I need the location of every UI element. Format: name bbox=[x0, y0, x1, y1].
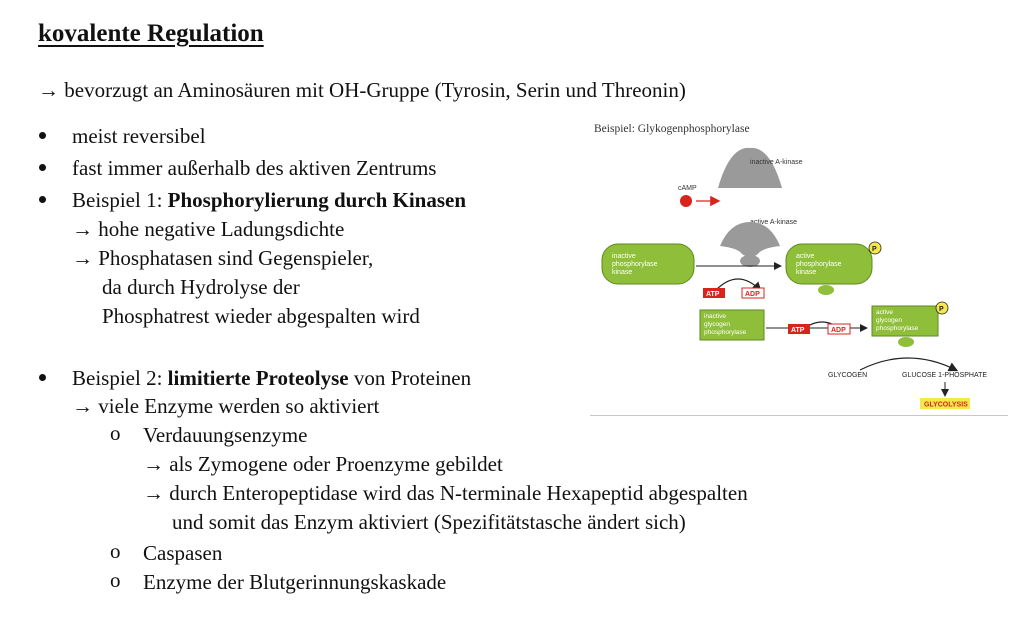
figure-caption: Beispiel: Glykogenphosphorylase bbox=[594, 123, 750, 135]
subitem-digestive-enzymes: Verdauungsenzyme bbox=[143, 423, 308, 447]
example-1-sub-4: Phosphatrest wieder abgespalten wird bbox=[102, 304, 420, 328]
example-2-sub-1: → viele Enzyme werden so aktiviert bbox=[72, 394, 380, 418]
inactive-gp-line-2: glycogen bbox=[704, 321, 730, 328]
subitem-coagulation-cascade: Enzyme der Blutgerinnungskaskade bbox=[143, 570, 447, 594]
example-2-suffix: von Proteinen bbox=[348, 366, 472, 390]
camp-label: cAMP bbox=[678, 185, 697, 192]
subitem-marker: o bbox=[110, 568, 121, 592]
atp-box-1 bbox=[703, 288, 725, 298]
example-2-prefix: Beispiel 2: bbox=[72, 366, 168, 390]
subitem-caspases: Caspasen bbox=[143, 541, 223, 565]
active-gp-line-1: active bbox=[876, 309, 893, 316]
bullet-marker bbox=[39, 164, 46, 171]
active-pk-line-1: active bbox=[796, 253, 814, 260]
glycogen-label: GLYCOGEN bbox=[828, 372, 867, 379]
inactive-pk-line-1: inactive bbox=[612, 253, 636, 260]
adp-label-2: ADP bbox=[831, 327, 846, 334]
bullet-marker bbox=[39, 132, 46, 139]
example-1-sub-3: da durch Hydrolyse der bbox=[102, 275, 300, 299]
bullet-marker bbox=[39, 196, 46, 203]
phosphate-label-1: P bbox=[872, 246, 877, 253]
inactive-glycogen-phosphorylase-shape bbox=[699, 309, 765, 341]
adp-box-1 bbox=[741, 287, 765, 299]
example-1-prefix: Beispiel 1: bbox=[72, 188, 168, 212]
inactive-gp-line-3: phosphorylase bbox=[704, 329, 747, 336]
inactive-pk-line-3: kinase bbox=[612, 269, 632, 276]
phosphate-badge-2 bbox=[935, 301, 949, 315]
digestive-sub-3: und somit das Enzym aktiviert (Spezifitä… bbox=[172, 510, 686, 534]
active-gp-line-3: phosphorylase bbox=[876, 325, 919, 332]
atp-label-2: ATP bbox=[791, 327, 805, 334]
active-a-kinase-shape bbox=[720, 222, 780, 257]
inactive-a-kinase-label: inactive A-kinase bbox=[750, 159, 803, 166]
inactive-gp-line-1: inactive bbox=[704, 313, 726, 320]
page-title: kovalente Regulation bbox=[38, 20, 264, 47]
subitem-marker: o bbox=[110, 421, 121, 445]
bullet-example-2: Beispiel 2: limitierte Proteolyse von Pr… bbox=[72, 364, 471, 392]
phosphate-label-2: P bbox=[939, 306, 944, 313]
camp-dot bbox=[680, 195, 692, 207]
glycolysis-box bbox=[920, 398, 970, 409]
inactive-a-kinase-shape bbox=[718, 147, 782, 188]
inactive-pk-line-2: phosphorylase bbox=[612, 261, 658, 268]
active-a-kinase-label: active A-kinase bbox=[750, 219, 797, 226]
glycogen-phosphorylase-figure: Beispiel: Glykogenphosphorylase inactive… bbox=[594, 123, 987, 409]
figure-bottom-rule bbox=[590, 415, 1008, 416]
bullet-example-1: Beispiel 1: Phosphorylierung durch Kinas… bbox=[72, 186, 466, 214]
digestive-sub-1: → als Zymogene oder Proenzyme gebildet bbox=[143, 452, 503, 476]
bullet-marker bbox=[39, 374, 46, 381]
bullet-reversible: meist reversibel bbox=[72, 124, 206, 148]
glucose-1-phosphate-label: GLUCOSE 1-PHOSPHATE bbox=[902, 372, 987, 379]
atp-box-2 bbox=[788, 324, 810, 334]
digestive-sub-2: → durch Enteropeptidase wird das N-termi… bbox=[143, 481, 748, 505]
example-1-sub-2: → Phosphatasen sind Gegenspieler, bbox=[72, 246, 374, 270]
phosphate-badge-1 bbox=[868, 241, 882, 255]
active-phosphorylase-kinase-shape bbox=[785, 243, 873, 285]
subitem-marker: o bbox=[110, 539, 121, 563]
atp-adp-arrow-1 bbox=[715, 278, 762, 292]
example-1-sub-1: → hohe negative Ladungsdichte bbox=[72, 217, 345, 241]
example-1-bold: Phosphorylierung durch Kinasen bbox=[167, 188, 467, 212]
active-a-kinase-head bbox=[740, 255, 760, 267]
inactive-phosphorylase-kinase-shape bbox=[601, 243, 695, 285]
intro-line: → bevorzugt an Aminosäuren mit OH-Gruppe… bbox=[38, 78, 686, 102]
active-gp-line-2: glycogen bbox=[876, 317, 902, 324]
active-pk-line-2: phosphorylase bbox=[796, 261, 842, 268]
glycolysis-label: GLYCOLYSIS bbox=[924, 402, 968, 409]
adp-box-2 bbox=[827, 323, 851, 335]
bullet-outside-active-site: fast immer außerhalb des aktiven Zentrum… bbox=[72, 156, 437, 180]
active-glycogen-phosphorylase-shape bbox=[871, 305, 939, 337]
active-pk-line-3: kinase bbox=[796, 269, 816, 276]
active-pk-head bbox=[818, 285, 834, 295]
active-gp-head bbox=[898, 337, 914, 347]
glycogen-breakdown-arrow bbox=[859, 357, 959, 372]
atp-label-1: ATP bbox=[706, 291, 720, 298]
example-2-bold: limitierte Proteolyse bbox=[167, 366, 349, 390]
adp-label-1: ADP bbox=[745, 291, 760, 298]
